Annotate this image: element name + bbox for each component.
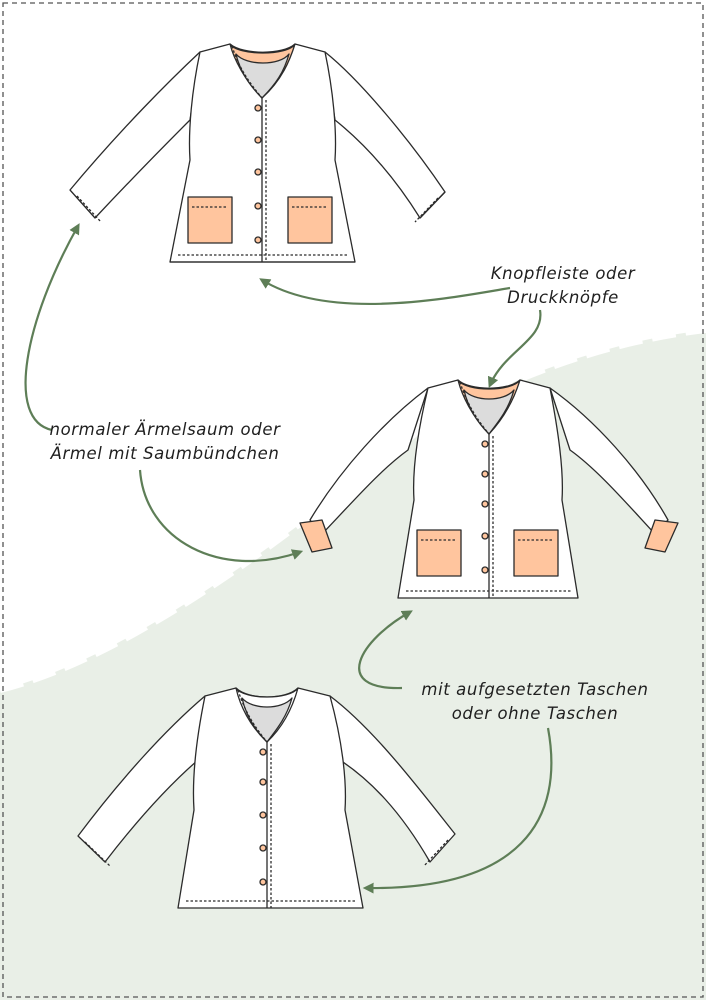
arrow-pockets-to-jacket-3: [362, 727, 553, 894]
arrow-placket-to-jacket-1: [259, 278, 511, 305]
annotation-pockets-line-1: mit aufgesetzten Taschen: [421, 680, 649, 699]
annotation-placket: Knopfleiste oder Druckknöpfe: [478, 262, 648, 310]
jacket-variant-straight-sleeves-no-pockets: [77, 687, 456, 909]
arrow-sleeve-to-jacket-2: [138, 469, 304, 562]
annotation-placket-line-1: Knopfleiste oder: [490, 264, 636, 283]
annotation-pockets-line-2: oder ohne Taschen: [451, 704, 619, 723]
left-cuff: [299, 519, 333, 553]
jacket-variant-straight-sleeves-with-pockets: [69, 43, 446, 263]
annotation-sleeve: normaler Ärmelsaum oder Ärmel mit Saumbü…: [40, 418, 290, 466]
annotation-sleeve-line-1: normaler Ärmelsaum oder: [49, 420, 281, 439]
annotation-placket-line-2: Druckknöpfe: [507, 288, 619, 307]
jacket-variant-cuffed-sleeves-with-pockets: [299, 379, 679, 599]
arrow-placket-to-jacket-2: [487, 309, 542, 389]
arrow-pockets-to-jacket-2: [358, 610, 413, 690]
annotation-sleeve-line-2: Ärmel mit Saumbündchen: [50, 444, 280, 463]
right-cuff: [644, 519, 679, 553]
arrow-sleeve-to-jacket-1: [24, 223, 80, 432]
annotation-pockets: mit aufgesetzten Taschen oder ohne Tasch…: [405, 678, 665, 726]
